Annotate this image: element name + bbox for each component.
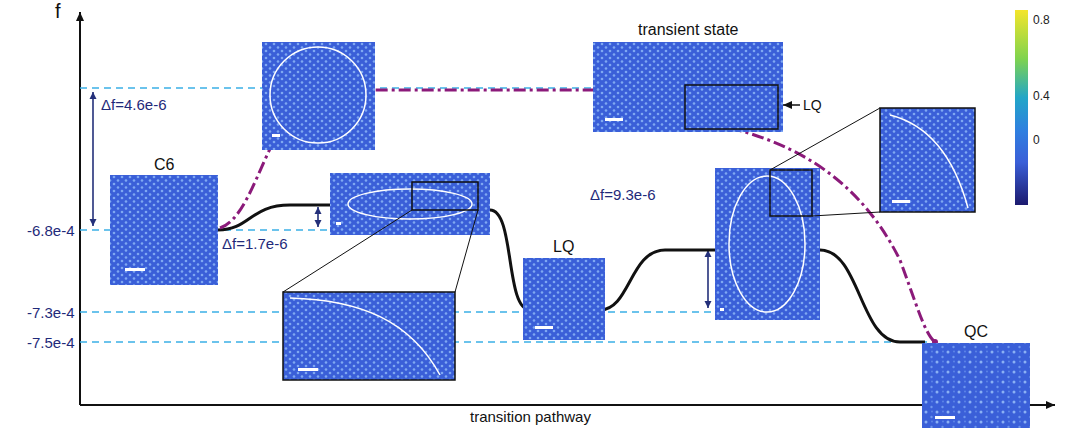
annotation-label: 0 — [1033, 133, 1040, 147]
phase-panels — [110, 42, 1030, 428]
annotation-label: transition pathway — [470, 408, 591, 425]
phase-label: transient state — [638, 21, 739, 39]
level-lines — [80, 88, 930, 342]
phase-panel: LQ — [523, 238, 605, 340]
phase-label: C6 — [154, 156, 174, 174]
phase-panel: C6 — [110, 156, 218, 285]
annotation-label: Δf=4.6e-6 — [101, 96, 166, 113]
lq-pointer — [783, 104, 800, 106]
annotation-label: LQ — [803, 97, 822, 113]
scale-bars — [125, 118, 955, 419]
annotation-label: -6.8e-4 — [27, 222, 75, 239]
annotation-label: Δf=1.7e-6 — [222, 235, 287, 252]
phase-label: QC — [964, 323, 988, 341]
axes — [80, 12, 1055, 405]
annotation-label: 0.8 — [1033, 13, 1050, 27]
phase-panel: QC — [922, 323, 1030, 428]
annotation-label: -7.3e-4 — [27, 304, 75, 321]
annotation-label: -7.5e-4 — [27, 334, 75, 351]
colorbar — [1015, 10, 1028, 205]
annotation-label: f — [55, 0, 61, 22]
phase-panel: transient state — [593, 21, 783, 132]
annotation-label: 0.4 — [1033, 89, 1050, 103]
annotation-label: Δf=9.3e-6 — [590, 186, 655, 203]
phase-label: LQ — [553, 238, 574, 256]
